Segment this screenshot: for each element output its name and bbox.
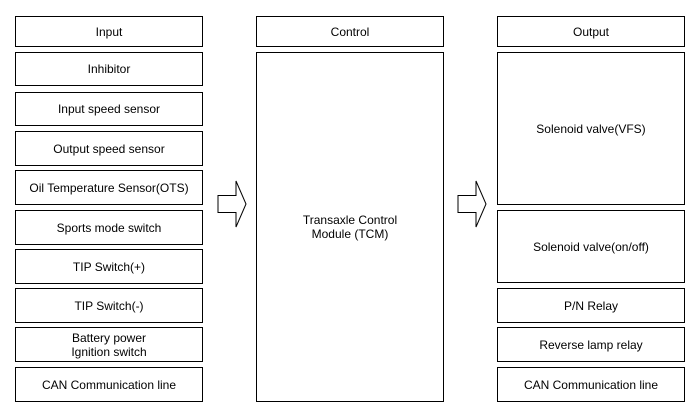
output-item-label: Reverse lamp relay [539, 337, 643, 352]
input-item-input-speed-sensor: Input speed sensor [15, 92, 203, 126]
input-item-tip-switch-minus: TIP Switch(-) [15, 288, 203, 323]
input-item-can-communication-line: CAN Communication line [15, 367, 203, 402]
input-to-control-arrow [217, 180, 247, 228]
input-item-label: TIP Switch(+) [72, 259, 146, 274]
input-item-label: Inhibitor [87, 62, 131, 76]
output-item-label: Solenoid valve(on/off) [533, 239, 649, 254]
input-item-label: Output speed sensor [53, 141, 165, 156]
tcm-module-label: Transaxle Control Module (TCM) [302, 213, 398, 241]
control-to-output-arrow [457, 180, 487, 228]
output-header: Output [497, 16, 685, 47]
output-item-solenoid-vfs: Solenoid valve(VFS) [497, 52, 685, 205]
input-item-label: Input speed sensor [57, 102, 161, 116]
input-item-inhibitor: Inhibitor [15, 52, 203, 86]
output-item-label: CAN Communication line [523, 377, 659, 392]
input-item-label: CAN Communication line [41, 377, 177, 392]
input-item-output-speed-sensor: Output speed sensor [15, 131, 203, 166]
input-item-oil-temperature-sensor: Oil Temperature Sensor(OTS) [15, 170, 203, 205]
output-item-can-communication-line: CAN Communication line [497, 367, 685, 402]
output-item-pn-relay: P/N Relay [497, 288, 685, 323]
input-item-label: TIP Switch(-) [74, 298, 144, 313]
input-item-tip-switch-plus: TIP Switch(+) [15, 249, 203, 284]
output-item-label: Solenoid valve(VFS) [536, 121, 646, 136]
input-header: Input [15, 16, 203, 47]
input-header-label: Input [95, 24, 123, 39]
input-item-battery-ignition: Battery power Ignition switch [15, 327, 203, 362]
input-item-sports-mode-switch: Sports mode switch [15, 210, 203, 245]
input-item-label: Oil Temperature Sensor(OTS) [29, 180, 189, 195]
input-item-label: Battery power Ignition switch [71, 330, 147, 359]
control-header: Control [256, 16, 444, 47]
output-header-label: Output [572, 24, 610, 39]
control-header-label: Control [330, 24, 370, 39]
output-item-solenoid-on-off: Solenoid valve(on/off) [497, 210, 685, 283]
output-item-reverse-lamp-relay: Reverse lamp relay [497, 327, 685, 362]
output-item-label: P/N Relay [563, 298, 619, 313]
input-item-label: Sports mode switch [56, 220, 162, 235]
tcm-module-box: Transaxle Control Module (TCM) [256, 52, 444, 402]
